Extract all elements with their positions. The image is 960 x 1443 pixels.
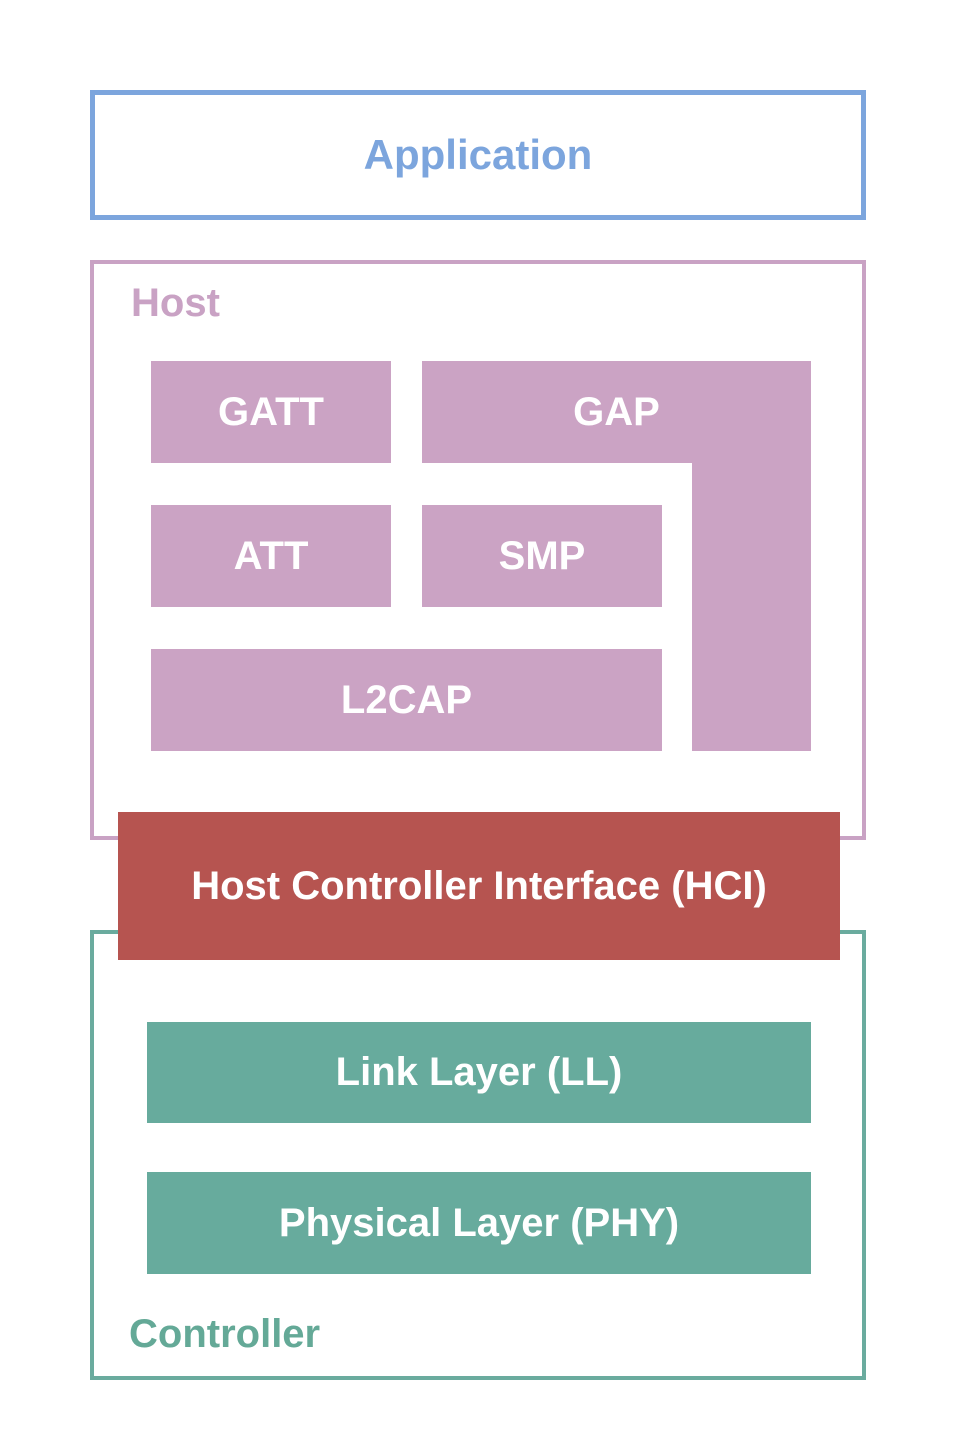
gatt-label: GATT bbox=[218, 389, 324, 434]
hci-box: Host Controller Interface (HCI) bbox=[118, 812, 840, 960]
smp-label: SMP bbox=[498, 533, 586, 578]
block-physical-layer: Physical Layer (PHY) bbox=[147, 1172, 811, 1274]
att-label: ATT bbox=[233, 533, 309, 578]
host-label: Host bbox=[131, 281, 220, 325]
block-link-layer: Link Layer (LL) bbox=[147, 1022, 811, 1123]
block-l2cap: L2CAP bbox=[151, 649, 662, 751]
hci-label: Host Controller Interface (HCI) bbox=[191, 863, 767, 908]
block-gatt: GATT bbox=[151, 361, 391, 463]
link-layer-label: Link Layer (LL) bbox=[335, 1050, 623, 1094]
physical-layer-label: Physical Layer (PHY) bbox=[278, 1200, 680, 1245]
block-smp: SMP bbox=[422, 505, 662, 607]
block-att: ATT bbox=[151, 505, 391, 607]
application-label: Application bbox=[363, 131, 593, 178]
block-gap: GAP bbox=[422, 361, 811, 463]
gap-label: GAP bbox=[573, 389, 660, 434]
l2cap-label: L2CAP bbox=[340, 677, 473, 722]
controller-label: Controller bbox=[129, 1312, 321, 1356]
application-box: Application bbox=[90, 90, 866, 220]
